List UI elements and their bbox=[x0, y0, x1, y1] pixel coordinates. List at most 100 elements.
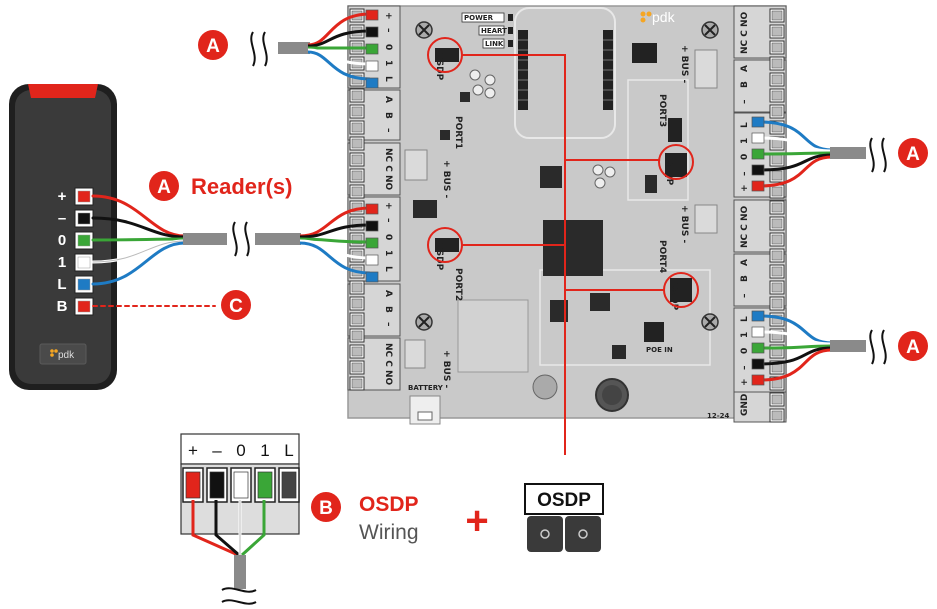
osdp-jumper: OSDP bbox=[524, 483, 604, 552]
terminal-label: L bbox=[383, 76, 393, 82]
osdp-chip-label-4: OSDP bbox=[669, 282, 679, 311]
wire-stub bbox=[365, 220, 379, 232]
terminal-label: A bbox=[383, 290, 393, 297]
osdp-highlight bbox=[427, 37, 699, 455]
bus-label-4: + BUS - bbox=[679, 205, 689, 243]
wire-stub bbox=[751, 116, 765, 128]
connector-slots bbox=[182, 467, 300, 503]
port4-cable bbox=[759, 314, 887, 382]
terminal-label: + bbox=[383, 202, 393, 210]
cable-break-marks bbox=[232, 221, 250, 257]
controller-board: POWER HEART LINK pdk PORT1 PORT2 PORT3 P… bbox=[347, 5, 787, 425]
osdp-wiring-title: OSDP bbox=[359, 493, 419, 516]
port2-wires bbox=[299, 206, 371, 275]
port1-cable bbox=[250, 12, 371, 81]
osdp-jumper-label: OSDP bbox=[537, 490, 591, 511]
reader-cable bbox=[183, 233, 227, 245]
reader-terminal-color bbox=[77, 190, 91, 203]
osdp-chip-label-2: OSDP bbox=[434, 242, 444, 271]
terminal-label: L bbox=[740, 316, 750, 322]
led-heart-label: HEART bbox=[481, 27, 507, 35]
battery-label: BATTERY bbox=[408, 384, 444, 392]
terminal-label: 1 bbox=[383, 250, 393, 256]
wire-stub bbox=[751, 132, 765, 144]
wire-stub bbox=[365, 26, 379, 38]
badge-c: C bbox=[221, 290, 251, 320]
terminal-label: L bbox=[740, 122, 750, 128]
connector-header-label: 1 bbox=[260, 441, 269, 460]
badge-a-right-top: A bbox=[898, 138, 928, 168]
bus-label-1: + BUS - bbox=[441, 160, 451, 198]
terminal-label: A bbox=[740, 65, 750, 72]
connector-header-label: – bbox=[212, 441, 222, 460]
board-led-labels: POWER HEART LINK bbox=[461, 12, 513, 49]
reader-terminal-label: + bbox=[58, 188, 67, 205]
terminal-label: 0 bbox=[740, 154, 750, 160]
osdp-highlight-circle-3 bbox=[658, 144, 694, 180]
wire-stub bbox=[751, 358, 765, 370]
panel-cable bbox=[255, 233, 301, 245]
led-link-label: LINK bbox=[485, 40, 504, 48]
terminal-label: B bbox=[740, 81, 750, 88]
wire-stub bbox=[365, 237, 379, 249]
reader-caption: Reader(s) bbox=[191, 174, 292, 199]
terminal-label: – bbox=[383, 322, 393, 327]
terminal-label: + bbox=[740, 184, 750, 192]
reader-terminal-label: – bbox=[58, 210, 66, 227]
terminal-block-cover bbox=[457, 299, 529, 373]
version-label: 12-24 bbox=[707, 412, 730, 420]
badge-a-text-1: A bbox=[206, 36, 220, 57]
badge-a-text-3: A bbox=[906, 144, 920, 165]
wire-stub bbox=[365, 271, 379, 283]
wire-stub bbox=[751, 164, 765, 176]
badge-a-text-2: A bbox=[157, 177, 171, 198]
port2-label: PORT2 bbox=[453, 268, 463, 301]
reader-terminal-color bbox=[77, 212, 91, 225]
terminal-label: 0 bbox=[383, 234, 393, 240]
bus-label-3: + BUS - bbox=[679, 45, 689, 83]
poe-label: POE IN bbox=[646, 346, 673, 354]
wire-stub bbox=[365, 254, 379, 266]
connector-wires bbox=[191, 500, 266, 557]
reader-terminal-color bbox=[77, 256, 91, 269]
reader-status-bar bbox=[28, 84, 98, 98]
battery-connector: BATTERY bbox=[408, 384, 444, 425]
terminal-label: NC C NO bbox=[383, 148, 393, 191]
board-logo-text: pdk bbox=[652, 9, 676, 25]
terminal-label: A bbox=[740, 259, 750, 266]
wire-stub bbox=[751, 342, 765, 354]
reader-terminal-label: B bbox=[57, 298, 68, 315]
terminal-label: – bbox=[383, 28, 393, 33]
badge-c-text: C bbox=[229, 296, 243, 317]
bus-label-2: + BUS - bbox=[441, 350, 451, 388]
reader-logo: pdk bbox=[58, 350, 75, 361]
wire-stub bbox=[751, 148, 765, 160]
terminal-label: – bbox=[383, 128, 393, 133]
port1-label: PORT1 bbox=[453, 116, 463, 149]
mounting-holes bbox=[415, 21, 719, 331]
terminal-label: NC C NO bbox=[383, 343, 393, 386]
terminal-label: – bbox=[740, 365, 750, 370]
terminal-label: B bbox=[383, 306, 393, 313]
terminal-label: – bbox=[740, 171, 750, 176]
wire-stub bbox=[751, 374, 765, 386]
terminal-label: 1 bbox=[740, 332, 750, 338]
terminal-label: + bbox=[740, 378, 750, 386]
osdp-chip-label-3: OSDP bbox=[664, 157, 674, 186]
terminal-label: B bbox=[740, 275, 750, 282]
wire-stub bbox=[365, 77, 379, 89]
terminal-label: 1 bbox=[383, 60, 393, 66]
terminal-label: B bbox=[383, 112, 393, 119]
connector-header-label: L bbox=[284, 441, 293, 460]
terminal-label: – bbox=[740, 293, 750, 298]
plus-sign: + bbox=[465, 499, 488, 543]
terminal-label: GND bbox=[740, 394, 750, 416]
terminal-label: – bbox=[740, 99, 750, 104]
led-power-label: POWER bbox=[464, 14, 494, 22]
